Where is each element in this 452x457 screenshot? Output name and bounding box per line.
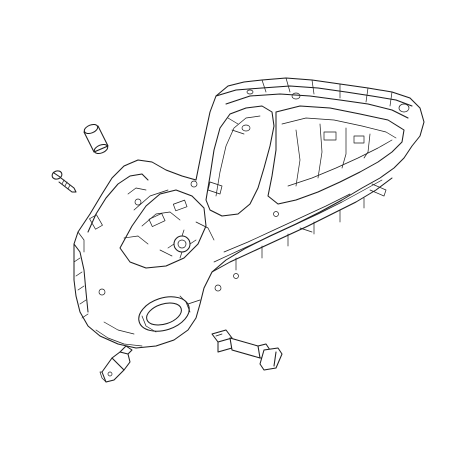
- pin-assembly: [211, 329, 283, 371]
- sleeve: [83, 123, 109, 155]
- screw: [51, 170, 77, 193]
- crankcase-housing: [73, 77, 425, 349]
- lever: [99, 345, 133, 383]
